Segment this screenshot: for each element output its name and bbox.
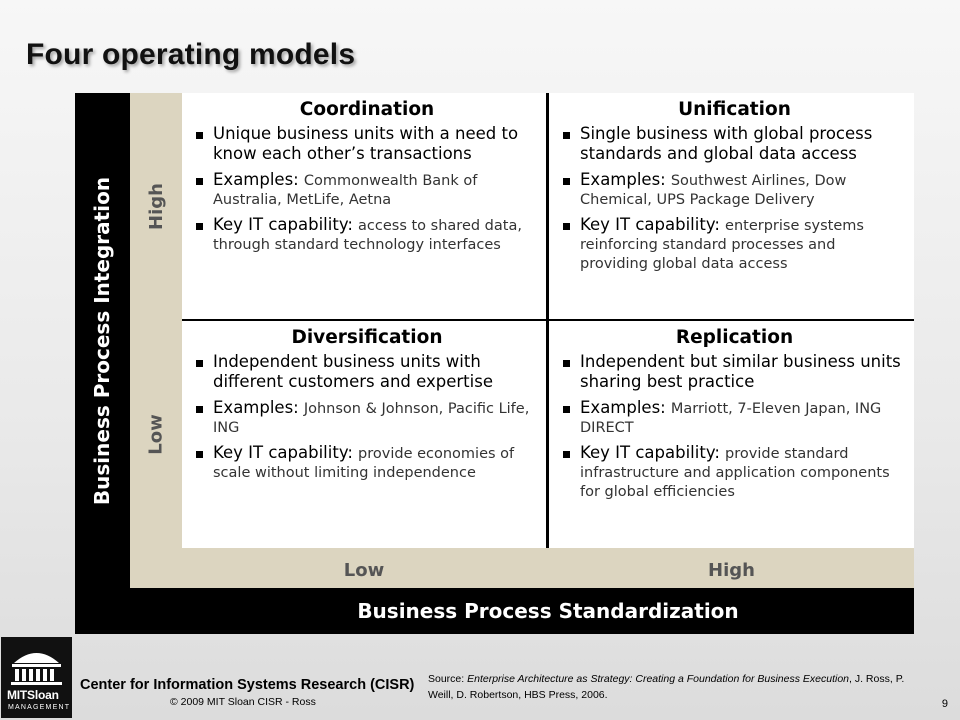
y-tick-low: Low (145, 413, 167, 455)
quadrant-title: Coordination (299, 99, 435, 120)
quadrant-title: Unification (678, 99, 791, 120)
list-item: Examples: Commonwealth Bank of Australia… (196, 170, 538, 209)
dome-icon (11, 653, 62, 685)
list-item: Independent but similar business units s… (563, 352, 906, 392)
list-item: Key IT capability: provide economies of … (196, 443, 538, 482)
list-item: Single business with global process stan… (563, 124, 906, 164)
y-axis-title: Business Process Integration (90, 176, 115, 505)
list-item: Key IT capability: enterprise systems re… (563, 215, 906, 273)
list-item: Independent business units with differen… (196, 352, 538, 392)
mit-sloan-logo: MITSloan MANAGEMENT (1, 637, 72, 718)
copyright: © 2009 MIT Sloan CISR - Ross (170, 696, 316, 708)
quadrant-coordination: Coordination Unique business units with … (182, 93, 546, 319)
source-citation: Source: Enterprise Architecture as Strat… (428, 673, 905, 702)
x-tick-low: Low (182, 552, 546, 588)
quadrant-title: Diversification (291, 327, 443, 348)
quadrant-replication: Replication Independent but similar busi… (549, 321, 914, 548)
list-item: Unique business units with a need to kno… (196, 124, 538, 164)
quadrant-unification: Unification Single business with global … (549, 93, 914, 319)
slide-title: Four operating models (26, 38, 356, 71)
list-item: Examples: Marriott, 7-Eleven Japan, ING … (563, 398, 906, 437)
x-tick-high: High (549, 552, 914, 588)
list-item: Examples: Southwest Airlines, Dow Chemic… (563, 170, 906, 209)
logo-subtitle: MANAGEMENT (8, 704, 71, 711)
page-number: 9 (941, 698, 948, 710)
logo-name: MITSloan (7, 688, 59, 702)
quadrant-title: Replication (675, 327, 794, 348)
y-tick-band (130, 93, 182, 588)
list-item: Examples: Johnson & Johnson, Pacific Lif… (196, 398, 538, 437)
list-item: Key IT capability: provide standard infr… (563, 443, 906, 501)
y-tick-high: High (145, 182, 167, 230)
quadrant-diversification: Diversification Independent business uni… (182, 321, 546, 548)
operating-model-matrix: Business Process Integration High Low Co… (75, 93, 914, 634)
list-item: Key IT capability: access to shared data… (196, 215, 538, 254)
x-axis-title: Business Process Standardization (357, 599, 739, 623)
cisr-name: Center for Information Systems Research … (80, 677, 415, 693)
